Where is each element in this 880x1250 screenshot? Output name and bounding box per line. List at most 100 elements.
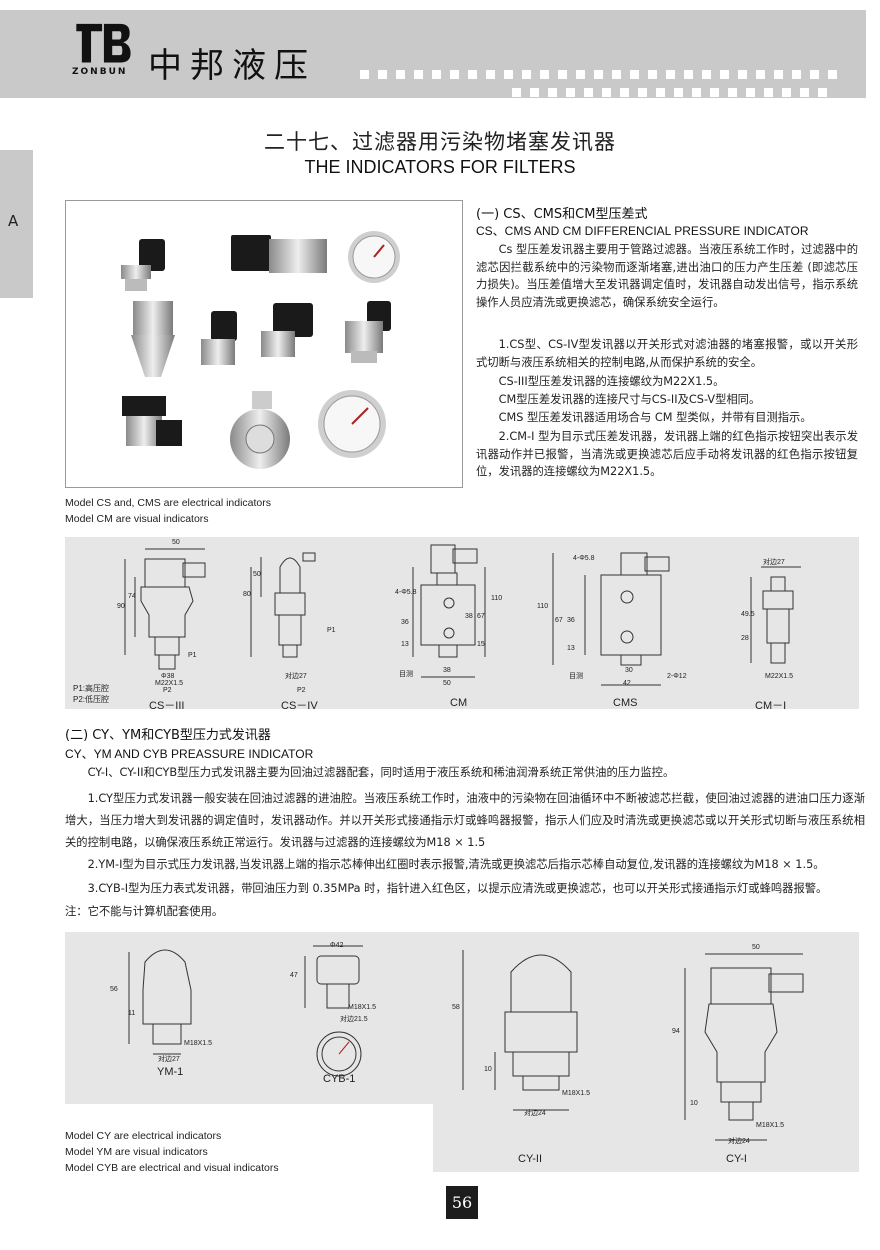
drawing1-dim-phi38: Φ38 [161,673,175,680]
drawing2-dim-10a: 10 [484,1066,492,1073]
drawing-panel-1: CS－III CS－IV CM CMS CM－I P1:高压腔 P2:低压腔 5… [65,537,859,712]
brand-name: 中邦液压 [148,46,316,86]
section2-para-3: 2.YM-I型为目示式压力发讯器,当发讯器上端的指示芯棒伸出红圈时表示报警,清洗… [87,858,825,871]
drawing1-legend-p1: P1:高压腔 [73,684,110,693]
drawing2-label-cyi: CY-I [726,1153,747,1165]
side-tab [0,150,33,298]
drawing1-label-csiii: CS－III [149,700,185,712]
drawing1-dim-4phi58: 4-Φ5.8 [395,589,417,596]
drawing1-legend-p2: P2:低压腔 [73,695,110,704]
drawing1-dim-50c: 50 [443,680,451,687]
section2-para-4: 3.CYB-I型为压力表式发讯器，带回油压力到 0.35MPa 时，指针进入红色… [87,882,828,895]
drawing1-p1-b: P1 [327,627,336,634]
drawing2-dim-duibian21-5: 对边21.5 [340,1016,368,1023]
drawing1-dim-m22b: M22X1.5 [765,673,794,680]
section1-heading-en: CS、CMS AND CM DIFFERENCIAL PRESSURE INDI… [476,224,809,238]
drawing1-dim-15: 15 [477,641,485,648]
page-title-en: THE INDICATORS FOR FILTERS [304,157,576,177]
drawing2-dim-m18-a: M18X1.5 [184,1040,213,1047]
drawing1-mumeasure-1: 目测 [399,671,413,678]
drawing1-dim-2phi12: 2-Φ12 [667,673,687,680]
header-dots-row-1 [360,64,860,79]
drawing2-label-ym1: YM-1 [157,1066,184,1078]
product-photo [65,200,463,488]
section2-para-2: 1.CY型压力式发讯器一般安装在回油过滤器的进油腔。当液压系统工作时，油液中的污… [65,792,865,849]
drawing1-dim-38b: 38 [465,613,473,620]
drawing1-dim-90: 90 [117,603,125,610]
drawing1-dim-74: 74 [128,593,136,600]
drawing1-dim-m22: M22X1.5 [155,680,184,687]
section1-para-5: CMS 型压差发讯器适用场合与 CM 型类似，并带有目测指示。 [498,411,812,424]
drawing1-dim-duibian27b: 对边27 [285,673,307,680]
section2-heading-cn: (二) CY、YM和CYB型压力式发讯器 [65,728,271,743]
drawing2-dim-phi42: Φ42 [330,942,344,949]
drawing2-dim-56: 56 [110,986,118,993]
section1-para-4: CM型压差发讯器的连接尺寸与CS-II及CS-V型相同。 [498,393,761,406]
section1-para-3: CS-III型压差发讯器的连接螺纹为M22X1.5。 [498,375,725,388]
drawing1-dim-67: 67 [477,613,485,620]
section1-note-2: Model CM are visual indicators [65,513,209,525]
drawing1-p2-b: P2 [297,687,306,694]
drawing1-dim-4phi58b: 4-Φ5.8 [573,555,595,562]
drawing1-label-cms: CMS [613,697,638,709]
drawing1-dim-36: 36 [401,619,409,626]
drawing2-dim-duibian27: 对边27 [158,1056,180,1063]
drawing1-label-csiv: CS－IV [281,700,318,712]
drawing1-label-cm: CM [450,697,468,709]
section1-para-1: Cs 型压差发讯器主要用于管路过滤器。当液压系统工作时，过滤器中的滤芯因拦截系统… [476,243,858,309]
drawing1-dim-110: 110 [491,595,503,602]
drawing2-dim-duibian24b: 对边24 [728,1138,750,1145]
drawing2-dim-10b: 10 [690,1100,698,1107]
side-tab-letter: A [8,212,19,230]
page-title-cn: 二十七、过滤器用污染物堵塞发讯器 [264,130,616,154]
drawing-panel-2-bottom [433,1104,859,1172]
section1-note-1: Model CS and, CMS are electrical indicat… [65,497,272,509]
drawing1-dim-30: 30 [625,667,633,674]
drawing2-label-cyb1: CYB-1 [323,1073,356,1085]
section1-para-2: 1.CS型、CS-IV型发讯器以开关形式对滤油器的堵塞报警，或以开关形式切断与液… [476,338,858,369]
drawing2-dim-m18-c: M18X1.5 [562,1090,591,1097]
drawing2-dim-94: 94 [672,1028,680,1035]
section1-para-6: 2.CM-I 型为目示式压差发讯器，发讯器上端的红色指示按钮突出表示发讯器动作并… [476,430,858,478]
drawing1-dim-50b: 50 [253,571,261,578]
drawing1-dim-110b: 110 [537,603,549,610]
drawing1-dim-80: 80 [243,591,251,598]
page-number: 56 [446,1186,478,1219]
drawing1-dim-38: 38 [443,667,451,674]
drawing1-svg [124,544,801,686]
drawing1-dim-13b: 13 [567,645,575,652]
drawing2-label-cyii: CY-II [518,1153,543,1165]
indicator-photos [121,231,400,469]
header-band: ZONBUN 中邦液压 [0,10,866,98]
header-dots-row-2 [512,82,862,97]
drawing2-dim-50: 50 [752,944,760,951]
section2-note-2: Model YM are visual indicators [65,1146,208,1158]
drawing2-dim-47: 47 [290,972,298,979]
drawing1-dim-42: 42 [623,680,631,687]
section2-note-1: Model CY are electrical indicators [65,1130,222,1142]
drawing2-dim-11: 11 [128,1010,136,1017]
drawing2-dim-58: 58 [452,1004,460,1011]
section2-note-3: Model CYB are electrical and visual indi… [65,1162,279,1174]
drawing1-dim-28: 28 [741,635,749,642]
section2-para-1: CY-I、CY-II和CYB型压力式发讯器主要为回油过滤器配套，同时适用于液压系… [87,766,675,779]
drawing1-p2-a: P2 [163,687,172,694]
drawing1-dim-67b: 67 [555,617,563,624]
drawing1-dim-36b: 36 [567,617,575,624]
drawing1-dim-13: 13 [401,641,409,648]
drawing1-dim-49-5: 49.5 [741,611,755,618]
drawing1-dim-50: 50 [172,539,180,546]
section2-para-5: 注：它不能与计算机配套使用。 [65,905,224,918]
drawing-panel-2-top [65,932,859,1104]
drawing1-label-cmi: CM－I [755,700,787,712]
drawing2-dim-duibian24a: 对边24 [524,1110,546,1117]
drawing1-dim-duibian27: 对边27 [763,559,785,566]
brand-en: ZONBUN [72,67,128,77]
drawing2-svg [128,945,804,1141]
drawing2-dim-m18-d: M18X1.5 [756,1122,785,1129]
drawing1-p1-a: P1 [188,652,197,659]
section1-heading-cn: (一) CS、CMS和CM型压差式 [476,207,648,222]
section2-heading-en: CY、YM AND CYB PREASSURE INDICATOR [65,747,314,761]
drawing2-dim-m18-b: M18X1.5 [348,1004,377,1011]
zonbun-logo [76,23,131,63]
